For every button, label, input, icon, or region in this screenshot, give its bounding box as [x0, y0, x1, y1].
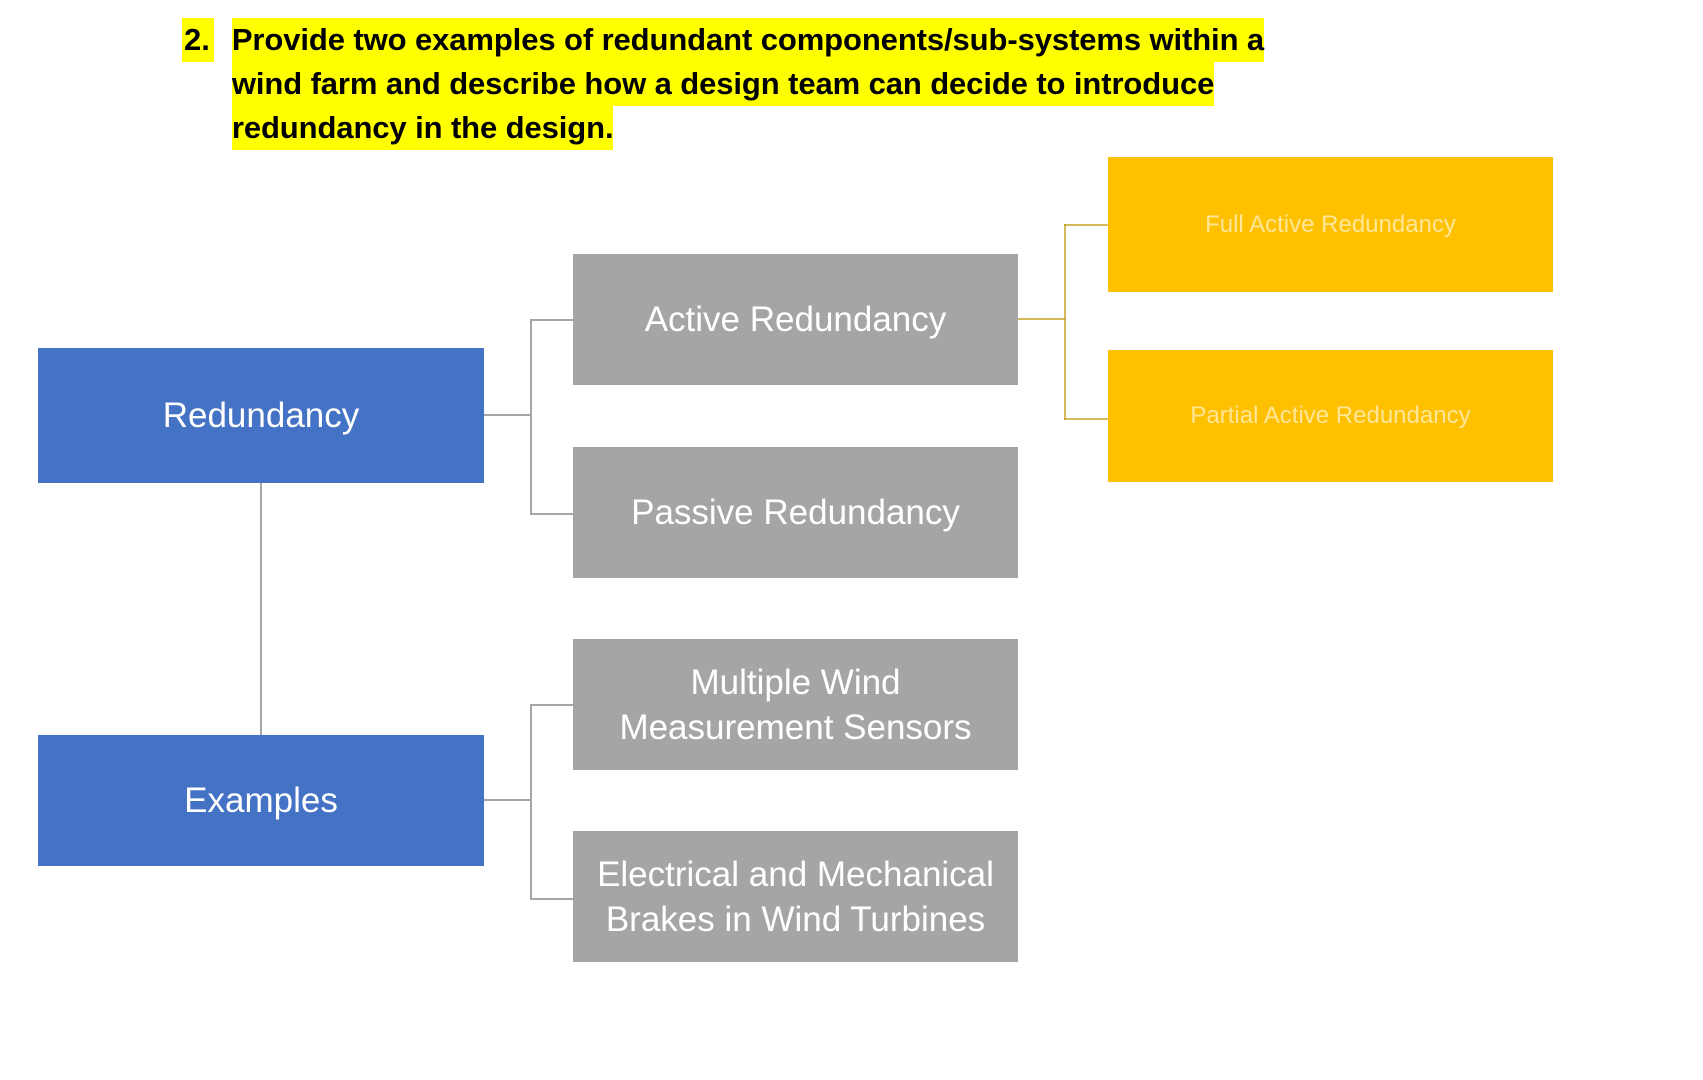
node-wind-measurement-sensors-label: Multiple Wind Measurement Sensors [619, 662, 972, 747]
connector-active-stub [1018, 318, 1066, 320]
node-brakes-in-wind-turbines-label: Electrical and Mechanical Brakes in Wind… [597, 854, 994, 939]
connector-to-partial-active-redundancy [1064, 418, 1110, 420]
node-examples-label: Examples [184, 780, 338, 820]
node-partial-active-redundancy[interactable]: Partial Active Redundancy [1108, 350, 1553, 482]
heading-text-block: Provide two examples of redundant compon… [231, 18, 1264, 150]
heading-number: 2. [182, 18, 214, 62]
connector-examples-bus [530, 704, 532, 900]
connector-to-active-redundancy [530, 319, 575, 321]
connector-redundancy-stub [484, 414, 532, 416]
question-heading: 2. Provide two examples of redundant com… [182, 18, 1512, 150]
node-active-redundancy[interactable]: Active Redundancy [573, 254, 1018, 385]
node-redundancy-label: Redundancy [162, 395, 360, 435]
node-active-redundancy-label: Active Redundancy [644, 300, 947, 339]
heading-row: 2. Provide two examples of redundant com… [182, 18, 1512, 150]
connector-to-wind-sensors [530, 704, 575, 706]
heading-line-2: wind farm and describe how a design team… [231, 62, 1214, 106]
connector-redundancy-bus [530, 319, 532, 515]
heading-line-1: Provide two examples of redundant compon… [231, 18, 1264, 62]
node-brakes-in-wind-turbines[interactable]: Electrical and Mechanical Brakes in Wind… [573, 831, 1018, 962]
connector-active-bus [1064, 224, 1066, 420]
node-examples[interactable]: Examples [38, 735, 484, 866]
node-partial-active-redundancy-label: Partial Active Redundancy [1190, 402, 1471, 429]
connector-to-brakes [530, 898, 575, 900]
connector-to-full-active-redundancy [1064, 224, 1110, 226]
node-wind-measurement-sensors[interactable]: Multiple Wind Measurement Sensors [573, 639, 1018, 770]
node-full-active-redundancy[interactable]: Full Active Redundancy [1108, 157, 1553, 292]
connector-redundancy-to-examples [260, 483, 262, 735]
connector-examples-stub [484, 799, 532, 801]
node-full-active-redundancy-label: Full Active Redundancy [1205, 210, 1456, 238]
node-passive-redundancy[interactable]: Passive Redundancy [573, 447, 1018, 578]
connector-to-passive-redundancy [530, 513, 575, 515]
heading-line-3: redundancy in the design. [231, 106, 614, 150]
node-redundancy[interactable]: Redundancy [38, 348, 484, 483]
node-passive-redundancy-label: Passive Redundancy [631, 493, 960, 532]
